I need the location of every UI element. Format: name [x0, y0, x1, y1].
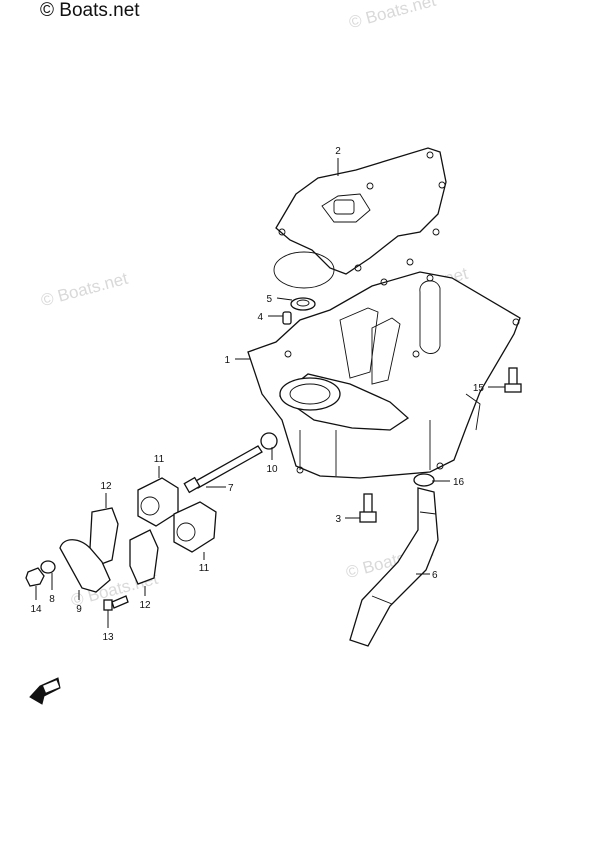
callout-11: 11 [154, 454, 165, 465]
callout-12: 12 [139, 600, 151, 611]
seal-part [290, 297, 316, 311]
callout-9: 9 [76, 604, 82, 615]
callout-1: 1 [224, 355, 230, 366]
callout-12: 12 [100, 481, 112, 492]
exhaust-housing-part [247, 271, 521, 479]
callout-5: 5 [266, 294, 272, 305]
clamp-part [413, 473, 435, 487]
cover-part [59, 539, 111, 593]
bolt-part [504, 367, 522, 393]
long-bolt-part [183, 445, 263, 494]
leader-lines [35, 158, 505, 628]
copyright-notice: © Boats.net [40, 0, 140, 21]
dowel-pin-part [282, 311, 292, 325]
callout-8: 8 [49, 594, 55, 605]
nut-part [25, 567, 45, 587]
callout-16: 16 [453, 477, 465, 488]
gasket-part [129, 529, 159, 585]
front-arrow-icon [29, 677, 61, 705]
hose-part [349, 487, 439, 647]
gasket-part [273, 147, 447, 289]
washer-part [260, 432, 278, 450]
bolt-part [359, 493, 377, 523]
callout-15: 15 [473, 383, 485, 394]
housing-part [137, 477, 179, 527]
callout-13: 13 [102, 632, 114, 643]
callout-10: 10 [266, 464, 278, 475]
callout-2: 2 [335, 146, 341, 157]
callout-7: 7 [228, 483, 234, 494]
bolt-part [103, 595, 129, 611]
washer-part [40, 560, 56, 574]
callout-14: 14 [30, 604, 42, 615]
housing-part [173, 501, 217, 553]
callout-4: 4 [257, 312, 263, 323]
callout-6: 6 [432, 570, 438, 581]
callout-3: 3 [335, 514, 341, 525]
callout-11: 11 [199, 563, 210, 574]
